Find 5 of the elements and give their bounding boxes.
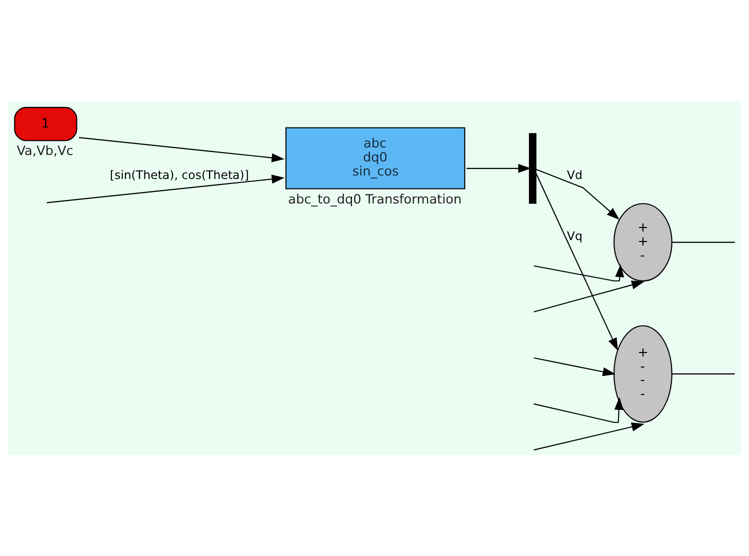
edge-label: Vd	[566, 168, 582, 182]
node-label: abc_to_dq0 Transformation	[288, 192, 462, 208]
edge-label: [sin(Theta), cos(Theta)]	[110, 168, 249, 182]
node-label: Va,Vb,Vc	[16, 144, 74, 160]
edge-label: Vq	[566, 228, 582, 243]
